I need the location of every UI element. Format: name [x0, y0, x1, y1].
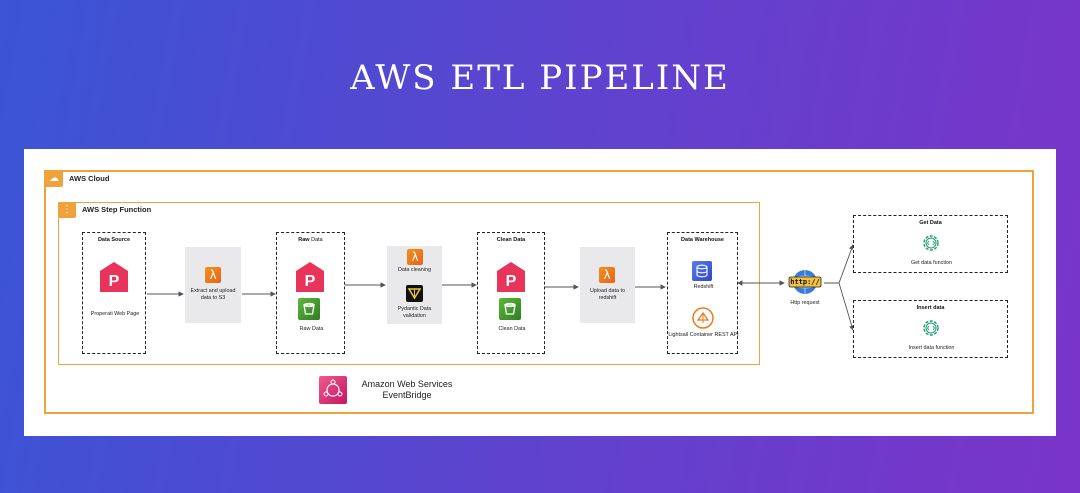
clean-data-caption: Clean Data	[498, 326, 526, 332]
extract-lambda-panel: λ Extract and upload data to S3	[185, 247, 241, 323]
data-warehouse-title: Data Warehouse	[681, 237, 724, 243]
aws-cloud-group: ☁ AWS Cloud	[44, 170, 1034, 414]
raw-data-caption: Raw Data	[299, 326, 324, 332]
svg-text:P: P	[305, 273, 316, 290]
redshift-icon	[692, 261, 712, 281]
clean-data-stage: Clean Data P Clean Data	[477, 232, 545, 354]
data-source-title: Data Source	[97, 237, 131, 243]
http-caption: Http request	[790, 300, 820, 306]
diagram-canvas: ☁ AWS Cloud ⋮ AWS Step Function	[24, 149, 1056, 436]
step-function-icon: ⋮	[58, 202, 76, 218]
eventbridge-label-line1: Amazon Web Services	[361, 379, 453, 389]
cleaning-caption: Data cleaning	[398, 267, 431, 273]
raw-data-title-bold: Raw	[298, 237, 310, 243]
insert-data-title: Insert data	[916, 305, 945, 311]
http-badge-text: http://	[790, 278, 820, 286]
insert-data-stage: Insert data Insert data function	[853, 300, 1008, 358]
lambda-icon: λ	[599, 267, 615, 283]
eventbridge-icon	[319, 376, 347, 404]
insert-data-caption: Insert data function	[908, 345, 955, 351]
get-data-title: Get Data	[919, 220, 942, 226]
extract-caption: Extract and upload data to S3	[190, 288, 236, 301]
svg-text:P: P	[506, 273, 517, 290]
properati-icon: P	[296, 262, 324, 292]
lightsail-caption: Lightsail Container REST API	[668, 332, 739, 338]
lambda-icon: λ	[205, 267, 221, 283]
gear-code-icon	[923, 320, 939, 336]
raw-data-title-rest: Data	[309, 237, 323, 243]
pydantic-icon	[406, 285, 423, 302]
eventbridge-label-line2: EventBridge	[382, 389, 432, 400]
properati-icon: P	[100, 262, 128, 292]
data-source-stage: Data Source P Properati Web Page	[82, 232, 146, 354]
pydantic-caption: Pydantic Data validation	[397, 306, 432, 319]
raw-data-title: Raw Data	[277, 237, 344, 243]
get-data-caption: Get data function	[910, 260, 953, 266]
arrow-http-to-get	[824, 244, 854, 284]
upload-caption: Upload data to redshift	[589, 288, 626, 301]
s3-bucket-icon	[499, 298, 521, 320]
upload-lambda-panel: λ Upload data to redshift	[580, 247, 635, 323]
arrow-http-to-insert	[838, 282, 855, 331]
properati-icon: P	[497, 262, 525, 292]
data-source-caption: Properati Web Page	[90, 311, 140, 317]
gear-code-icon	[923, 235, 939, 251]
lambda-icon: λ	[407, 249, 423, 265]
data-warehouse-stage: Data Warehouse Redshift Lightsail Contai…	[667, 232, 739, 354]
step-function-label: AWS Step Function	[82, 205, 152, 214]
get-data-stage: Get Data Get data function	[853, 215, 1008, 273]
eventbridge-label: Amazon Web Services EventBridge	[351, 379, 463, 401]
aws-cloud-label: AWS Cloud	[69, 174, 110, 183]
redshift-caption: Redshift	[693, 284, 714, 290]
cloud-icon: ☁	[45, 171, 63, 187]
http-request-icon: http://	[788, 268, 822, 296]
clean-data-title: Clean Data	[496, 237, 526, 243]
svg-text:P: P	[109, 273, 120, 290]
page-title: AWS ETL PIPELINE	[350, 58, 730, 98]
raw-data-stage: Raw Data P Raw Data	[276, 232, 345, 354]
s3-bucket-icon	[298, 298, 320, 320]
cleaning-panel: λ Data cleaning Pydantic Data validation	[387, 246, 442, 324]
lightsail-icon	[692, 307, 714, 329]
